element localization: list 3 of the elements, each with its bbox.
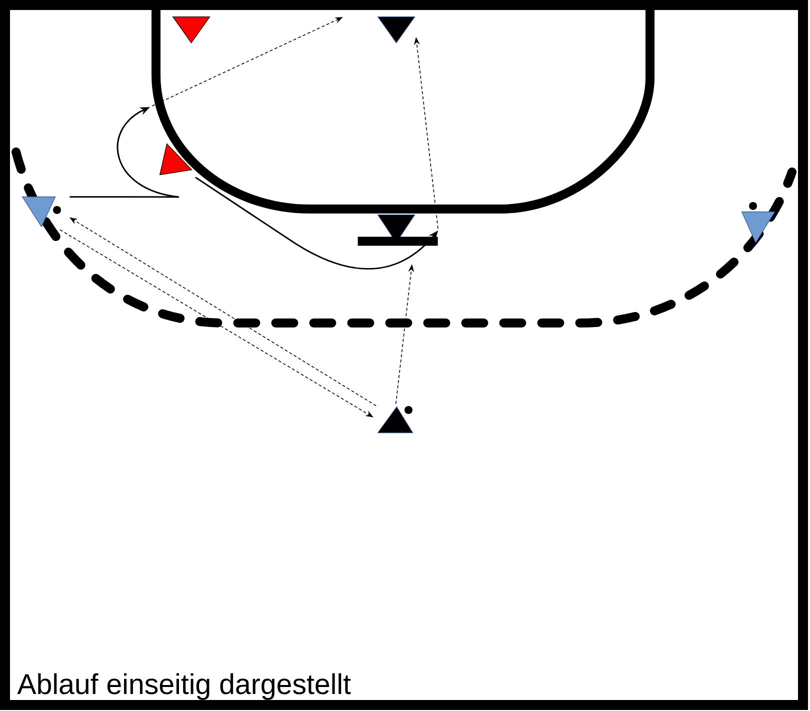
player-triangle [358, 214, 438, 246]
note-text: Ablauf einseitig dargestellt [17, 673, 351, 700]
arrow [70, 107, 180, 198]
